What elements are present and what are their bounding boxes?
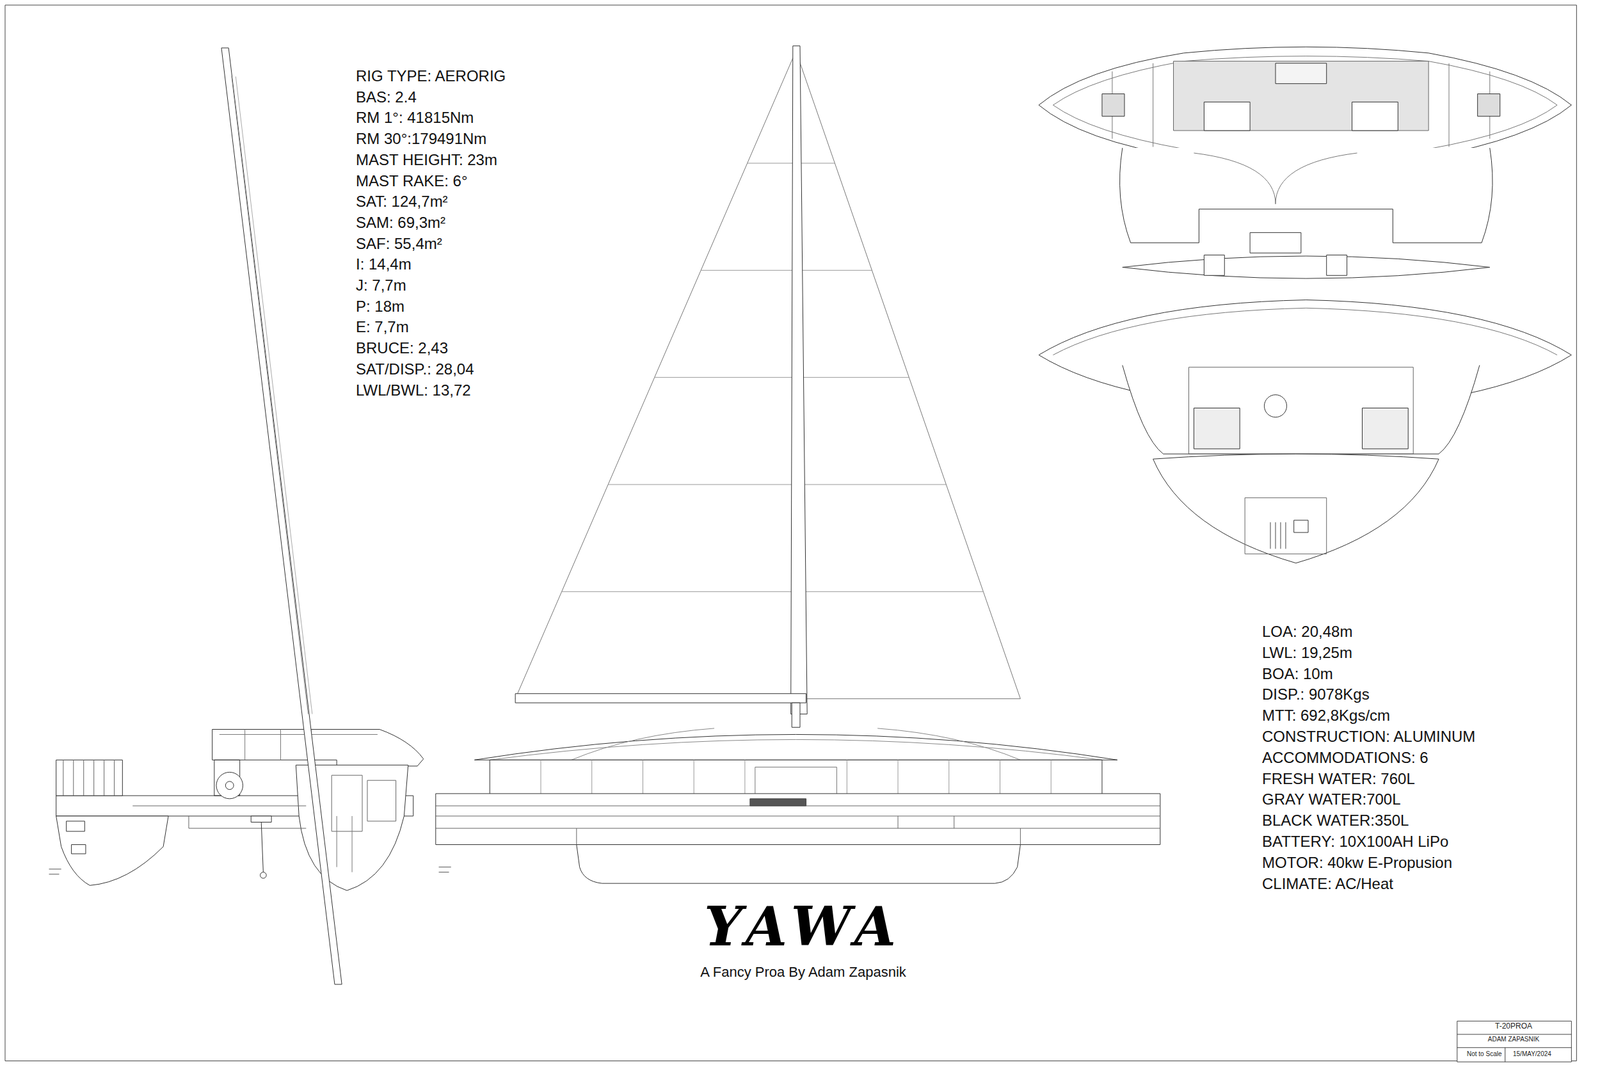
- title-block-label: T-20PROA: [1493, 1022, 1534, 1032]
- spec-label: MAST RAKE: 6°: [355, 172, 468, 191]
- drawing-caption: A Fancy Proa By Adam Zapasnik: [700, 963, 907, 980]
- spec-label: ACCOMMODATIONS: 6: [1262, 748, 1429, 767]
- spec-label: P: 18m: [355, 297, 405, 316]
- spec-label: SAT: 124,7m²: [355, 192, 448, 211]
- spec-label: RM 1°: 41815Nm: [355, 108, 474, 127]
- spec-label: I: 14,4m: [355, 255, 412, 274]
- spec-label: MTT: 692,8Kgs/cm: [1262, 706, 1391, 725]
- title-block-label: Not to Scale: [1465, 1050, 1503, 1058]
- spec-label: SAT/DISP.: 28,04: [355, 360, 475, 379]
- spec-label: RM 30°:179491Nm: [355, 129, 487, 148]
- deck-plan: [1038, 46, 1572, 563]
- spec-label: LWL: 19,25m: [1262, 643, 1353, 662]
- side-elevation: [435, 46, 1161, 884]
- spec-label: BRUCE: 2,43: [355, 339, 448, 358]
- spec-label: GRAY WATER:700L: [1262, 790, 1401, 809]
- title-block-label: 15/MAY/2024: [1511, 1050, 1553, 1058]
- title-block-label: ADAM ZAPASNIK: [1486, 1035, 1541, 1044]
- spec-label: BLACK WATER:350L: [1262, 811, 1409, 830]
- spec-label: BAS: 2.4: [355, 88, 417, 107]
- spec-label: LOA: 20,48m: [1262, 622, 1353, 641]
- drawing-title: YAWA: [704, 896, 903, 959]
- spec-label: SAF: 55,4m²: [355, 234, 443, 253]
- spec-label: LWL/BWL: 13,72: [355, 381, 472, 400]
- spec-label: BATTERY: 10X100AH LiPo: [1262, 832, 1449, 851]
- spec-label: SAM: 69,3m²: [355, 213, 446, 232]
- spec-label: MOTOR: 40kw E-Propusion: [1262, 853, 1453, 872]
- spec-label: MAST HEIGHT: 23m: [355, 151, 498, 169]
- spec-label: DISP.: 9078Kgs: [1262, 685, 1370, 704]
- spec-label: E: 7,7m: [355, 318, 409, 336]
- spec-label: FRESH WATER: 760L: [1262, 769, 1416, 788]
- spec-label: J: 7,7m: [355, 276, 407, 295]
- spec-label: CLIMATE: AC/Heat: [1262, 874, 1394, 893]
- spec-label: BOA: 10m: [1262, 664, 1334, 683]
- sheet-frame: [5, 5, 1577, 1062]
- spec-label: CONSTRUCTION: ALUMINUM: [1262, 727, 1476, 746]
- spec-label: RIG TYPE: AERORIG: [355, 67, 506, 86]
